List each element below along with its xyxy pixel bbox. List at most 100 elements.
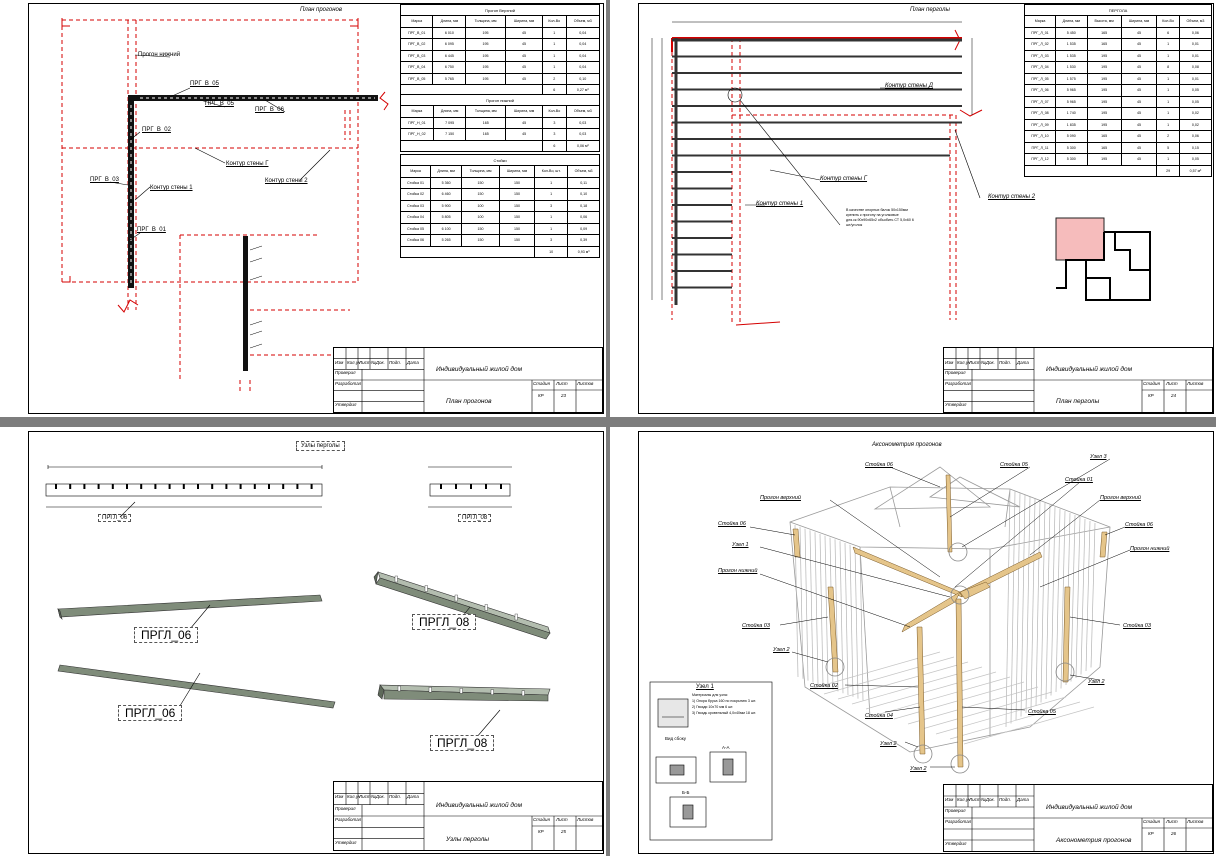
note-pergola: В качестве опорных балок 50х150мм крепит…: [846, 208, 914, 227]
stamp-header: №Док.: [981, 797, 995, 802]
beam-notch: [197, 484, 199, 489]
table-cell: 1 535: [1055, 49, 1088, 62]
floor-joist: [823, 656, 955, 695]
beam-notch: [455, 484, 457, 489]
table-cell: 0,04: [565, 49, 601, 62]
detail-section-bb: Б-Б: [682, 790, 690, 795]
table-cell: 7 150: [432, 128, 467, 141]
table-cell: ПРГ_В_05: [399, 72, 434, 85]
table-cell: 45: [1120, 118, 1158, 131]
table-cell: 150: [498, 188, 536, 201]
beam-notch: [500, 484, 502, 489]
table-cell: 150: [498, 222, 536, 235]
table-cell: 150: [461, 222, 500, 235]
label-wall-g: Контур стены Г: [820, 176, 868, 182]
table-cell: 7 095: [432, 116, 467, 129]
table-cell: 1 535: [1055, 38, 1088, 51]
frame-stud: [859, 548, 864, 701]
table-cell: 45: [504, 38, 544, 51]
detail-section-aa: А-А: [722, 745, 730, 750]
frame-stud: [1010, 490, 1016, 724]
stamp-header: Лист: [359, 359, 371, 365]
beam-notch: [282, 484, 285, 489]
table-cell: 0,10: [565, 72, 601, 85]
table-cell: 0,03: [565, 116, 601, 129]
stamp-header: Кол.уч: [347, 359, 361, 365]
stamp-role: Проверил: [945, 808, 966, 813]
table-cell: 0,01: [1178, 38, 1213, 51]
stamp-header: №Док.: [371, 359, 385, 365]
stamp-sheet-header: Лист: [556, 381, 568, 386]
table-cell: 5 300: [1055, 141, 1088, 154]
detail-note-0: Материалы для узла:: [692, 693, 728, 697]
label-prg-05b: ПРГ_В_05: [205, 101, 234, 107]
beam-notch: [69, 484, 72, 489]
table-cell: 0,02: [1178, 118, 1213, 131]
table-cell: 195: [465, 61, 506, 74]
beam-notch: [253, 484, 256, 489]
sheet-title: План прогонов: [300, 7, 343, 13]
stamp-role: Утвердил: [945, 841, 967, 846]
frame-stud: [1070, 514, 1076, 682]
table-cell: 45: [1120, 49, 1158, 62]
label-node-2-bottom-1: Узел 2: [880, 741, 897, 747]
beam-notch: [211, 484, 214, 489]
stamp-header: Дата: [407, 359, 419, 365]
label-wall-g: Контур стены Г: [226, 161, 269, 167]
table-cell: 45: [504, 61, 544, 74]
table-cell: 3: [542, 116, 567, 129]
table-cell: 0,09: [567, 222, 600, 235]
label-post05-bottom: Стойка 05: [1028, 709, 1056, 715]
beam-notch: [97, 484, 100, 489]
table-cell: 1: [542, 26, 567, 39]
board-notch: [514, 613, 518, 621]
stamp-header: Подп.: [389, 359, 401, 365]
stamp-stage-header: Стадия: [533, 817, 550, 822]
table-cell: 5 765: [432, 72, 467, 85]
frame-stud: [1020, 494, 1026, 717]
frame-stud: [809, 530, 814, 683]
table-cell: Стойка 02: [399, 188, 432, 201]
board-notch: [454, 594, 458, 602]
axonometry-drawing: [649, 458, 1131, 841]
stamp-role: Утвердил: [335, 402, 357, 408]
table-cell: 165: [1086, 141, 1122, 154]
table-cell: 6 445: [432, 49, 467, 62]
table-cell: ПРГ_В_03: [399, 49, 434, 62]
stamp-project: Индивидуальный жилой дом: [1046, 366, 1133, 373]
stamp-sheet-title: Аксонометрия прогонов: [1056, 837, 1132, 844]
frame-stud: [1025, 496, 1031, 714]
table-cell: 0,18: [567, 199, 600, 212]
table-cell: 0,04: [565, 26, 601, 39]
label-prg-02: ПРГ_В_02: [142, 127, 171, 133]
table-cell: Стойка 05: [399, 222, 432, 235]
frame-stud: [1080, 518, 1086, 675]
table-cell: 165: [465, 128, 507, 141]
label-prgl-06-a: ПРГЛ_06: [134, 627, 199, 643]
floor-joist: [949, 701, 1081, 740]
frame-stud: [1005, 488, 1011, 728]
table-cell: 45: [505, 116, 544, 129]
stamp-stage: КР: [1148, 393, 1154, 398]
stamp-sheet-number: 24: [1171, 393, 1177, 398]
table-cell: 0,01: [1178, 49, 1213, 62]
label-post05-top: Стойка 05: [1000, 462, 1028, 468]
table-cell: Стойка 03: [399, 199, 432, 212]
stamp-role: Проверил: [945, 370, 966, 376]
table-cell: 0,06: [1178, 26, 1213, 39]
beam-notch: [83, 484, 86, 489]
stamp-sheet-title: Узлы перголы: [446, 836, 490, 843]
table-cell: 45: [1120, 130, 1158, 143]
sheet-title: Узлы перголы: [296, 441, 345, 451]
